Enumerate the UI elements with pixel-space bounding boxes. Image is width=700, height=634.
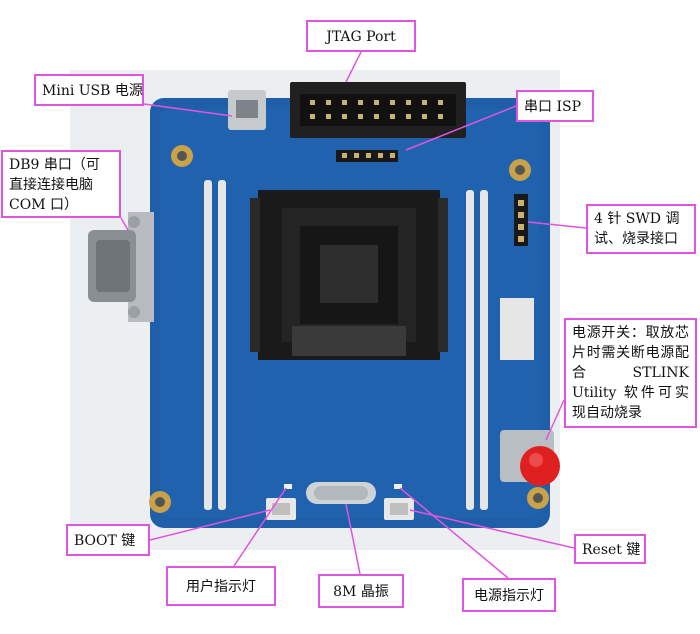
swd-header bbox=[514, 194, 528, 246]
isp-header bbox=[336, 150, 398, 162]
db9-connector bbox=[88, 212, 154, 322]
callout-jtag-port: JTAG Port bbox=[306, 20, 416, 52]
callout-user-led: 用户指示灯 bbox=[166, 566, 276, 606]
mounting-holes bbox=[149, 145, 549, 513]
left-pin-headers bbox=[204, 180, 226, 510]
link-header bbox=[500, 298, 534, 360]
callout-reset-key: Reset 键 bbox=[574, 534, 646, 564]
callout-uart-isp: 串口 ISP bbox=[516, 90, 594, 122]
mini-usb-connector bbox=[228, 90, 266, 130]
power-led bbox=[394, 484, 402, 489]
callout-power-led: 电源指示灯 bbox=[462, 578, 556, 612]
callout-boot-key: BOOT 键 bbox=[66, 524, 150, 556]
chip-socket bbox=[250, 190, 448, 360]
right-pin-headers bbox=[466, 190, 488, 510]
callout-db9-serial: DB9 串口（可直接连接电脑 COM 口） bbox=[1, 150, 121, 218]
power-switch bbox=[500, 430, 560, 486]
boot-button bbox=[266, 498, 296, 520]
leader-lines bbox=[120, 51, 587, 579]
crystal-8m bbox=[306, 482, 376, 504]
callout-swd-interface: 4 针 SWD 调试、烧录接口 bbox=[586, 204, 696, 254]
reset-button bbox=[384, 498, 414, 520]
jtag-header bbox=[290, 82, 466, 138]
callout-8m-crystal: 8M 晶振 bbox=[318, 574, 404, 608]
user-led bbox=[284, 484, 292, 489]
callout-mini-usb-power: Mini USB 电源 bbox=[34, 74, 144, 106]
callout-power-switch: 电源开关：取放芯片时需关断电源配合 STLINK Utility 软件可实现自动… bbox=[564, 318, 697, 428]
